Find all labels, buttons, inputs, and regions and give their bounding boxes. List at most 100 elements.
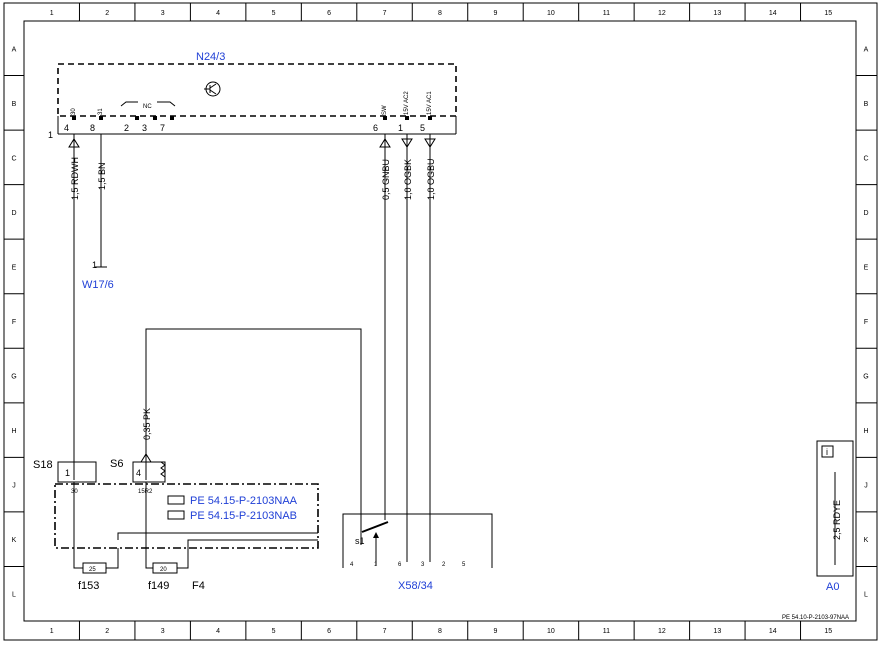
pin-label-15v-ac2: 15V AC2 <box>404 91 410 115</box>
doc-number: PE 54.10-P-2103-97NAA <box>782 615 849 621</box>
hand-pointer-icon <box>167 495 185 520</box>
wire-label-ogbk: 1,0 OGBK <box>403 159 413 200</box>
column-label: 10 <box>547 10 555 17</box>
pin-number-6: 6 <box>373 123 378 133</box>
legend-label: A0 <box>826 581 839 593</box>
row-label: G <box>863 374 868 381</box>
wire-label-rdwh: 1,5 RDWH <box>70 157 80 200</box>
pin-number-5: 5 <box>420 123 425 133</box>
wire-ogbk: 1,0 OGBK <box>401 134 413 562</box>
switch-block-pins: 4 1 6 3 2 5 <box>350 562 466 568</box>
column-label: 11 <box>603 10 610 17</box>
fusebox-f4: S18 S6 1 4 30 15R2 PE 54.15-P-2103NAA PE… <box>33 458 319 592</box>
column-label: 3 <box>161 628 165 635</box>
s18-terminal: 30 <box>71 489 78 495</box>
outer-frame <box>3 2 878 641</box>
switch-s1-blade <box>361 521 389 533</box>
module-n24-3: N24/3 1 30 31 NC SW 15V AC2 15V AC1 <box>48 51 457 140</box>
ground-name: W17/6 <box>82 279 114 291</box>
fuse-f153-name: f153 <box>78 580 99 592</box>
column-label: 14 <box>769 10 777 17</box>
svg-text:2: 2 <box>442 562 446 568</box>
pin-number-2: 2 <box>124 123 129 133</box>
row-label: J <box>864 483 868 490</box>
row-label: L <box>12 592 16 599</box>
column-label: 11 <box>603 628 610 635</box>
fusebox-name: F4 <box>192 580 205 592</box>
ref-link-1[interactable]: PE 54.15-P-2103NAA <box>190 495 298 507</box>
column-label: 13 <box>713 10 721 17</box>
ref-link-2[interactable]: PE 54.15-P-2103NAB <box>190 510 297 522</box>
switch-block-outline <box>342 513 493 568</box>
row-label: F <box>864 319 868 326</box>
switch-block-name: X58/34 <box>398 580 433 592</box>
pin-number-3: 3 <box>142 123 147 133</box>
column-label: 14 <box>769 628 777 635</box>
row-label: H <box>863 428 868 435</box>
s6-pin: 4 <box>136 468 141 478</box>
fuse-f149 <box>152 562 178 574</box>
column-label: 7 <box>383 628 387 635</box>
row-label: C <box>863 155 868 162</box>
pin-label-30: 30 <box>71 108 77 115</box>
legend-box: i 2,5 RDYE A0 <box>816 440 854 593</box>
svg-text:5: 5 <box>462 562 466 568</box>
column-label: 1 <box>50 10 54 17</box>
column-label: 5 <box>272 628 276 635</box>
wire-bn: 1,5 BN <box>95 134 107 268</box>
s18-pin: 1 <box>65 468 70 478</box>
column-label: 12 <box>658 628 666 635</box>
fuse-f153 <box>82 562 107 574</box>
column-label: 3 <box>161 10 165 17</box>
pin-label-15v-ac1: 15V AC1 <box>427 91 433 115</box>
column-label: 4 <box>216 628 220 635</box>
f149-wire-right <box>177 539 318 569</box>
svg-text:4: 4 <box>350 562 354 568</box>
row-label: B <box>864 101 869 108</box>
column-label: 8 <box>438 10 442 17</box>
row-label: K <box>864 537 869 544</box>
row-label: H <box>11 428 16 435</box>
pin-label-31: 31 <box>98 108 104 115</box>
svg-text:1: 1 <box>374 562 378 568</box>
row-label: E <box>864 264 869 271</box>
row-label: G <box>11 374 16 381</box>
row-label: C <box>11 155 16 162</box>
wire-label-bn: 1,5 BN <box>97 162 107 190</box>
wire-ogbu: 1,0 OGBU <box>424 134 436 562</box>
row-label: E <box>12 264 17 271</box>
switch-s1-label: s1 <box>355 536 365 546</box>
row-label: F <box>12 319 16 326</box>
info-icon <box>821 445 834 458</box>
column-label: 2 <box>105 10 109 17</box>
svg-text:6: 6 <box>398 562 402 568</box>
column-label: 4 <box>216 10 220 17</box>
column-label: 13 <box>713 628 721 635</box>
row-label: D <box>863 210 868 217</box>
row-label: A <box>864 46 869 53</box>
module-name: N24/3 <box>196 51 225 63</box>
row-labels-right: A B C D E F G H J K L <box>856 46 877 599</box>
column-label: 9 <box>494 10 498 17</box>
f153-wire-right <box>106 548 119 569</box>
column-label: 15 <box>824 628 832 635</box>
fusebox-bus <box>117 532 318 540</box>
switch-s1-arrow <box>373 532 379 538</box>
resistor-icon <box>160 461 166 478</box>
column-label: 12 <box>658 10 666 17</box>
row-label: J <box>12 483 16 490</box>
module-pin-stubs <box>72 116 432 120</box>
column-label: 8 <box>438 628 442 635</box>
f149-wire-left <box>145 548 153 569</box>
column-label: 2 <box>105 628 109 635</box>
row-label: L <box>864 592 868 599</box>
wire-label-gnbu: 0,5 GNBU <box>381 159 391 200</box>
fusebox-s6: S6 <box>110 458 123 470</box>
pin-number-1: 1 <box>398 123 403 133</box>
pin-number-8: 8 <box>90 123 95 133</box>
column-label: 6 <box>327 628 331 635</box>
row-label: B <box>12 101 17 108</box>
fuse-f149-value: 20 <box>160 567 167 573</box>
row-label: K <box>12 537 17 544</box>
